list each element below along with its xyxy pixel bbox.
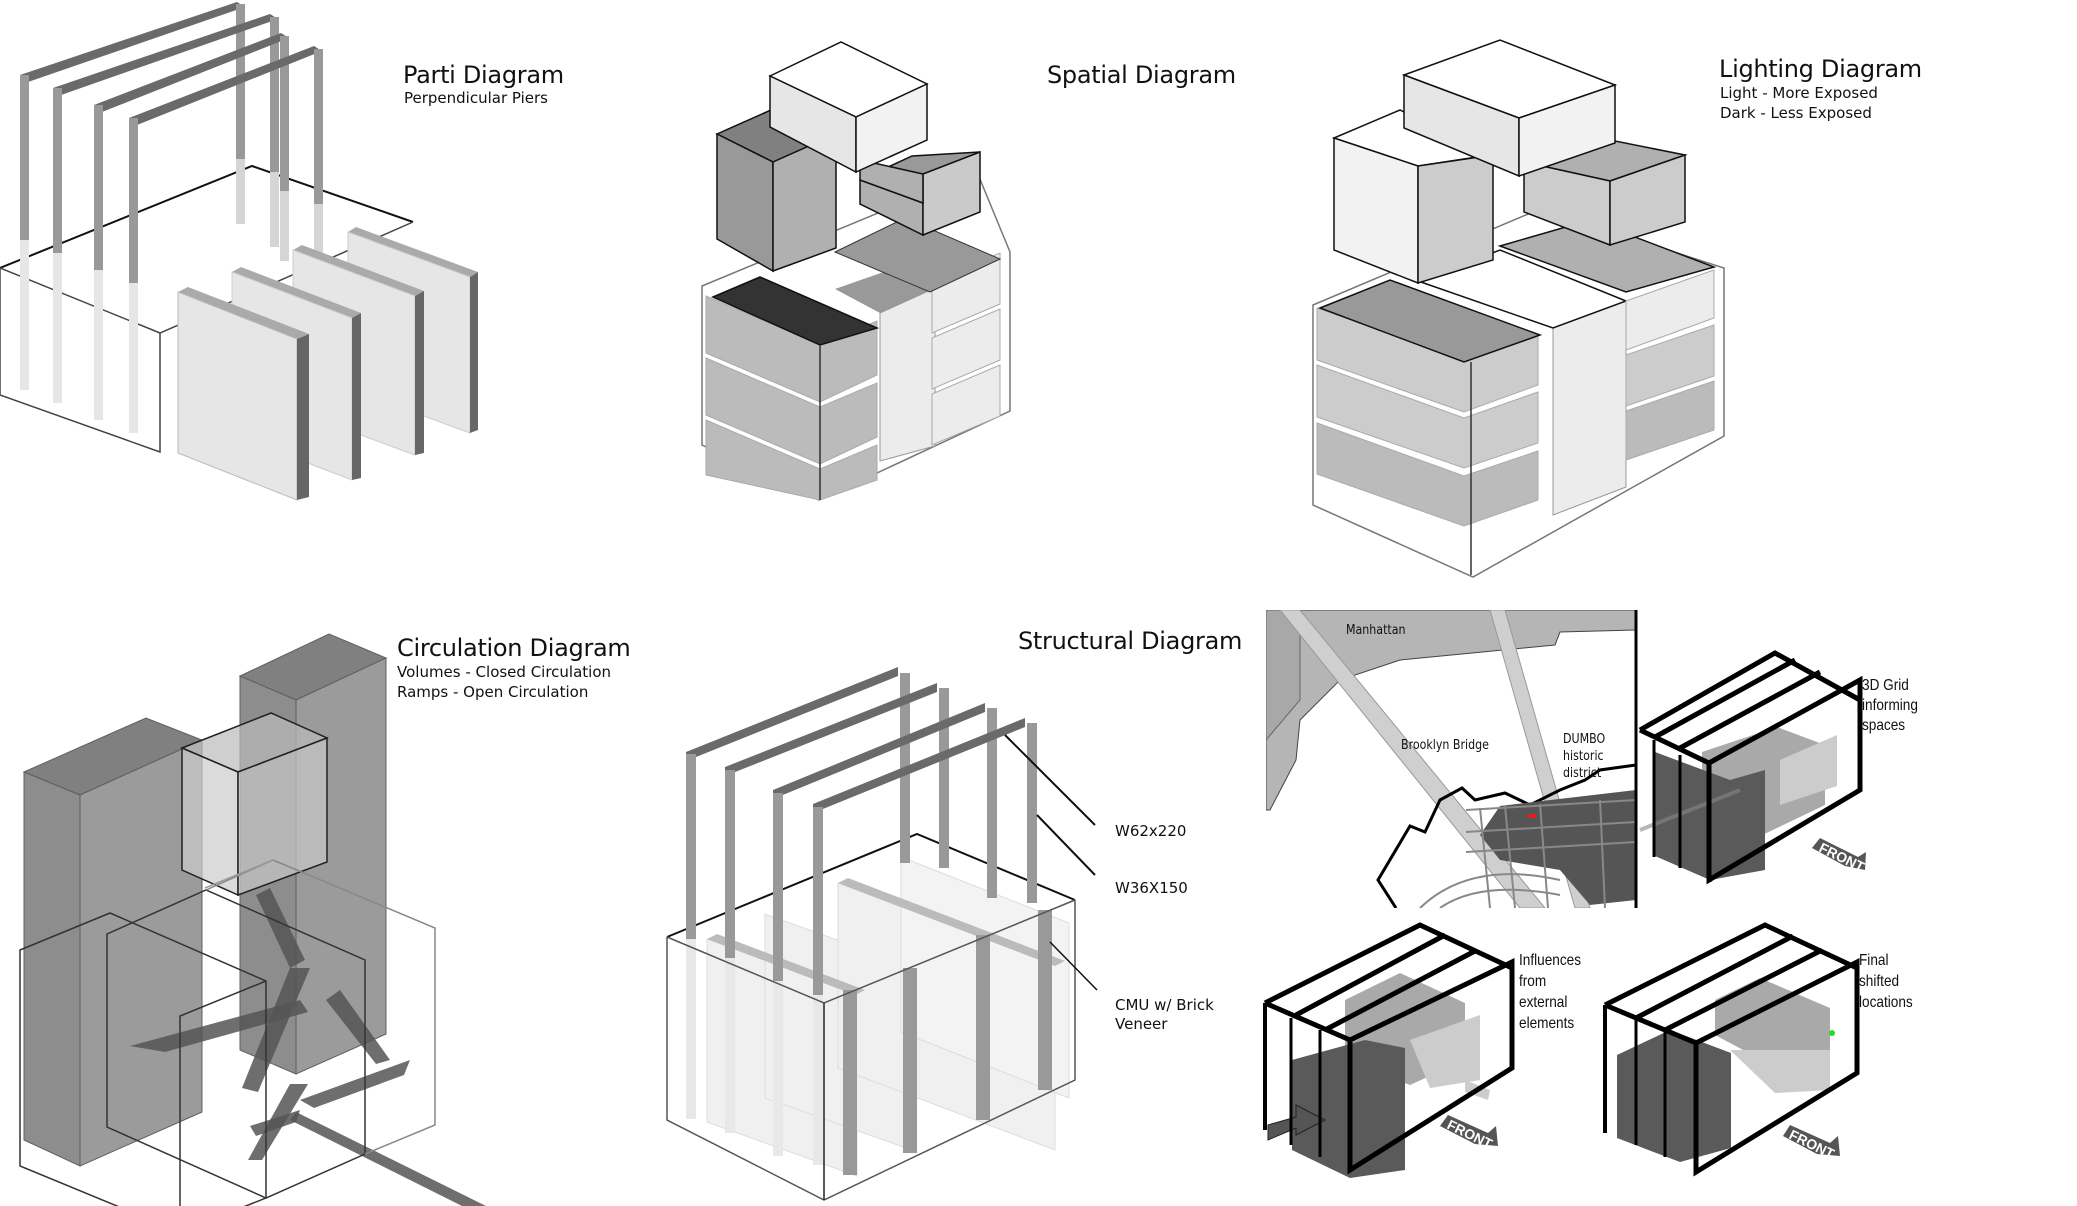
tower-left — [22, 717, 204, 1167]
front-arrow: FRONT — [1812, 838, 1867, 875]
grid-note-1-line1: 3D Grid — [1862, 677, 1909, 694]
lighting-right-stack — [1497, 219, 1717, 461]
brooklyn-bridge — [1279, 610, 1546, 908]
svg-text:FRONT: FRONT — [1445, 1116, 1496, 1152]
structural-diagram — [666, 667, 1098, 1201]
grid-note-2-line1: Influences — [1519, 952, 1581, 969]
spatial-left-stack — [705, 276, 880, 501]
site-map — [1266, 610, 1638, 908]
structural-frames — [686, 667, 1052, 1175]
circulation-title: Circulation Diagram — [397, 634, 631, 662]
grid-note-1-line3: spaces — [1862, 717, 1906, 734]
parti-subtitle: Perpendicular Piers — [404, 89, 548, 107]
pier-front — [903, 968, 917, 1153]
lighting-title: Lighting Diagram — [1719, 55, 1922, 83]
svg-text:FRONT: FRONT — [1817, 839, 1868, 875]
lighting-center-tower — [1415, 249, 1629, 516]
grid-note-3-line3: locations — [1859, 994, 1913, 1011]
lighting-legend-dark: Dark - Less Exposed — [1720, 104, 1872, 122]
grid-note-2-line4: elements — [1519, 1015, 1575, 1032]
spatial-diagram — [701, 41, 1011, 501]
spatial-title: Spatial Diagram — [1047, 61, 1236, 89]
manhattan-landmass — [1266, 610, 1636, 811]
callout-cmu-line1: CMU w/ Brick — [1115, 996, 1214, 1014]
lighting-left-stack — [1316, 279, 1543, 575]
parti-piers — [20, 2, 323, 433]
pier — [129, 46, 323, 433]
parti-walls — [177, 227, 478, 501]
map-label-dumbo-3: district — [1563, 766, 1602, 781]
structural-box — [666, 832, 1076, 938]
svg-text:FRONT: FRONT — [1787, 1126, 1838, 1162]
site-marker — [1528, 814, 1536, 818]
grid-note-2-line3: external — [1519, 994, 1568, 1011]
pier-front — [976, 935, 990, 1120]
spatial-right-stack — [833, 217, 1002, 446]
pier — [53, 14, 279, 403]
ramps — [130, 888, 486, 1206]
callout-w62x220: W62x220 — [1115, 822, 1187, 840]
street-grid — [1419, 799, 1636, 908]
map-label-manhattan: Manhattan — [1346, 623, 1406, 638]
lighting-block-top — [1401, 39, 1618, 178]
leader-w62 — [1004, 734, 1096, 826]
leader-cmu — [1049, 941, 1098, 991]
dumbo-district-boundary — [1376, 763, 1636, 908]
wall-panel — [177, 287, 309, 501]
grid-note-3-line2: shifted — [1859, 973, 1900, 990]
map-label-brooklyn-bridge: Brooklyn Bridge — [1401, 738, 1489, 753]
spatial-block-right — [859, 150, 981, 237]
parti-title: Parti Diagram — [403, 61, 564, 89]
map-label-dumbo-2: historic — [1563, 749, 1604, 764]
parti-diagram — [0, 2, 478, 501]
grid-study-3: FRONT — [1603, 922, 1860, 1177]
steel-frame — [773, 703, 997, 1156]
spatial-block-top — [768, 41, 929, 174]
steel-frame — [813, 718, 1037, 1165]
circulation-legend-ramps: Ramps - Open Circulation — [397, 683, 589, 701]
lighting-legend-light: Light - More Exposed — [1720, 84, 1878, 102]
grid-frame — [1263, 922, 1515, 1175]
grid-note-3-line1: Final — [1859, 952, 1889, 969]
node-marker — [1829, 1030, 1835, 1036]
grid-study-1: FRONT — [1638, 650, 1867, 885]
circulation-diagram — [19, 633, 486, 1206]
front-arrow: FRONT — [1440, 1115, 1498, 1152]
grid-study-2: FRONT — [1263, 922, 1515, 1178]
leader-w36 — [1036, 814, 1096, 876]
base-frames — [19, 859, 436, 1206]
lighting-block-tall — [1331, 109, 1494, 285]
grid-frame — [1638, 650, 1863, 885]
pier — [94, 33, 289, 420]
structural-cmu-walls — [706, 856, 1070, 1177]
map-label-dumbo-1: DUMBO — [1563, 732, 1606, 747]
pier-front — [1038, 910, 1052, 1090]
steel-frame — [725, 683, 949, 1133]
grid-note-2-line2: from — [1519, 973, 1547, 990]
lighting-diagram — [1312, 39, 1725, 578]
structural-title: Structural Diagram — [1018, 627, 1243, 655]
grid-note-1-line2: informing — [1862, 697, 1918, 714]
callout-w36x150: W36X150 — [1115, 879, 1188, 897]
grid-frame — [1603, 922, 1860, 1177]
circulation-legend-volumes: Volumes - Closed Circulation — [397, 663, 612, 681]
pier-front — [843, 990, 857, 1175]
front-arrow: FRONT — [1783, 1125, 1840, 1162]
callout-cmu-line2: Veneer — [1115, 1015, 1168, 1033]
upper-volume — [180, 712, 329, 897]
callout-leaders — [1004, 734, 1098, 991]
structural-box-front — [666, 899, 1076, 1201]
